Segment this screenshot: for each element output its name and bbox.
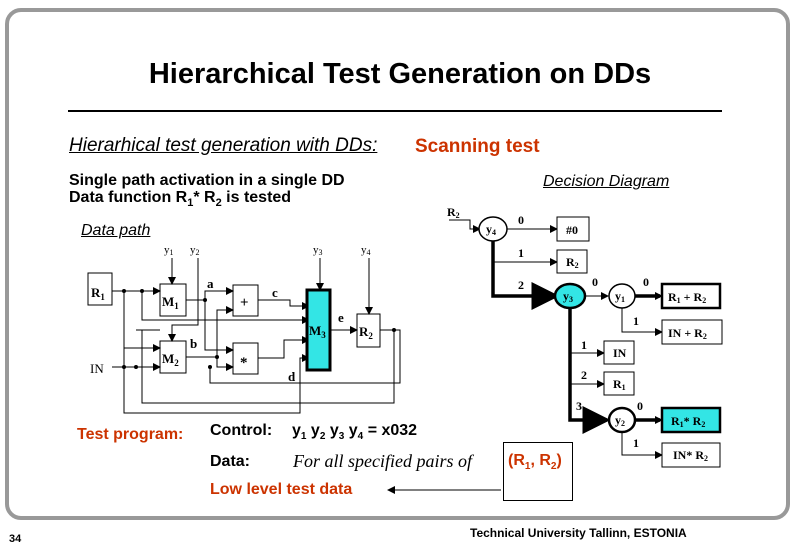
single-path-text: Single path activation in a single DD bbox=[69, 172, 345, 189]
dd-term-r1-plus-r2: R1 + R2 bbox=[668, 290, 706, 305]
data-label: Data: bbox=[210, 453, 251, 470]
svg-text:3: 3 bbox=[576, 399, 582, 413]
m2-mux-label: M2 bbox=[162, 351, 179, 368]
svg-text:y3: y3 bbox=[563, 289, 573, 304]
svg-text:y2: y2 bbox=[615, 413, 625, 428]
svg-text:0: 0 bbox=[643, 275, 649, 289]
svg-text:1: 1 bbox=[633, 436, 639, 450]
register-pair-box bbox=[503, 442, 573, 501]
wire-c-label: c bbox=[272, 285, 278, 300]
dd-node-y4 bbox=[478, 216, 508, 242]
data-path-title: Data path bbox=[81, 222, 151, 239]
r1-times-r2-highlighted-box bbox=[660, 406, 722, 434]
in-input-label: IN bbox=[90, 361, 104, 376]
dd-node-y2 bbox=[607, 406, 637, 434]
svg-text:y1: y1 bbox=[615, 289, 625, 304]
multiplier-symbol: * bbox=[240, 355, 248, 371]
data-value: For all specified pairs of bbox=[293, 451, 472, 471]
svg-text:2: 2 bbox=[581, 368, 587, 382]
control-y2-label: y2 bbox=[190, 244, 200, 257]
wire-a-label: a bbox=[207, 276, 214, 291]
dd-term-r1-times-r2: R1* R2 bbox=[671, 414, 705, 429]
wire-b-label: b bbox=[190, 336, 197, 351]
dd-term-in-plus-r2: IN + R2 bbox=[668, 326, 707, 341]
wire-d-label: d bbox=[288, 369, 296, 384]
svg-text:2: 2 bbox=[518, 278, 524, 292]
svg-text:0: 0 bbox=[518, 213, 524, 227]
adder-symbol: + bbox=[240, 295, 249, 311]
m3-highlighted-box bbox=[305, 288, 332, 372]
m3-mux-label: M3 bbox=[309, 323, 326, 340]
subtitle: Hierarhical test generation with DDs: bbox=[69, 135, 378, 156]
dd-term-r2: R2 bbox=[566, 255, 579, 270]
title-rule bbox=[68, 110, 722, 112]
m1-mux-label: M1 bbox=[162, 294, 179, 311]
register-pair: (R1, R2) bbox=[508, 452, 562, 473]
dd-node-y1 bbox=[608, 283, 636, 309]
dd-term-in: IN bbox=[613, 346, 627, 360]
r2-register-label: R2 bbox=[359, 324, 373, 341]
control-y1-label: y1 bbox=[164, 244, 174, 257]
scanning-test-label: Scanning test bbox=[415, 136, 540, 157]
dd-node-y3 bbox=[553, 282, 587, 310]
test-program-label: Test program: bbox=[77, 426, 184, 443]
slide-title: Hierarchical Test Generation on DDs bbox=[148, 58, 652, 90]
r1-register-label: R1 bbox=[91, 285, 105, 302]
dd-root-label: R2 bbox=[447, 205, 460, 220]
dd-term-r1: R1 bbox=[613, 377, 626, 392]
control-y3-label: y3 bbox=[313, 244, 323, 257]
svg-text:0: 0 bbox=[637, 399, 643, 413]
control-value: y1 y2 y3 y4 = x032 bbox=[292, 422, 418, 443]
svg-text:1: 1 bbox=[633, 314, 639, 328]
control-label: Control: bbox=[210, 422, 273, 439]
control-y4-label: y4 bbox=[361, 244, 371, 257]
svg-text:0: 0 bbox=[592, 275, 598, 289]
svg-text:1: 1 bbox=[581, 338, 587, 352]
footer-institution: Technical University Tallinn, ESTONIA bbox=[470, 526, 687, 540]
low-level-test-data: Low level test data bbox=[210, 481, 353, 498]
data-function-text: Data function R1* R2 is tested bbox=[69, 189, 292, 210]
page-number: 34 bbox=[9, 533, 22, 545]
wire-e-label: e bbox=[338, 310, 344, 325]
svg-text:1: 1 bbox=[518, 246, 524, 260]
decision-diagram-title: Decision Diagram bbox=[543, 173, 670, 190]
dd-term-zero: #0 bbox=[566, 223, 578, 237]
svg-text:y4: y4 bbox=[486, 222, 496, 237]
dd-term-in-times-r2: IN* R2 bbox=[673, 448, 708, 463]
